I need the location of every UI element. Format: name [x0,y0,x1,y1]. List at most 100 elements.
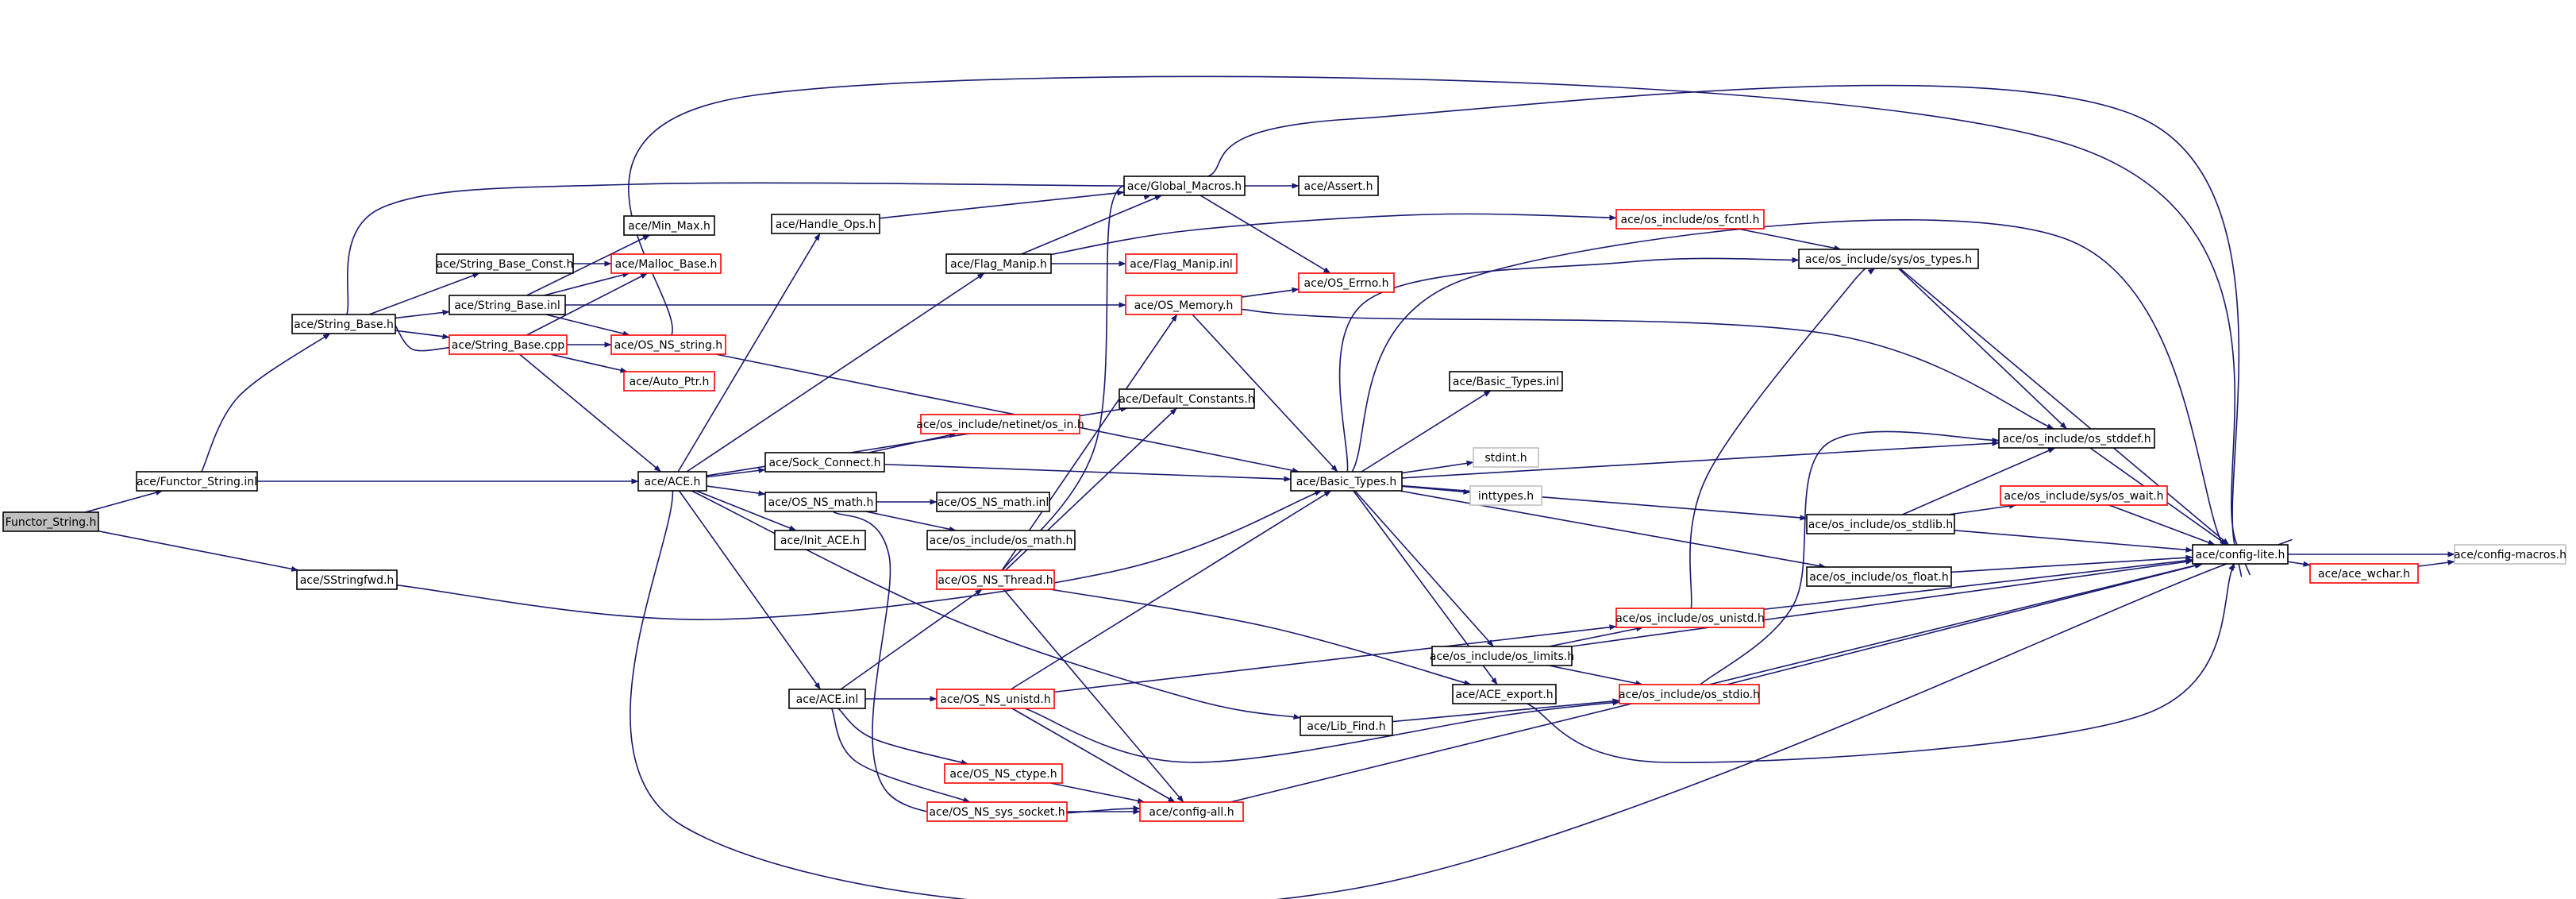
edge-os_memory_h-to-basic_types_h [1192,314,1338,473]
node-box [1431,646,1573,666]
edge-handle_ops_h-to-global_macros_h [879,190,1125,219]
node-default-constants-h[interactable]: ace/Default_Constants.h [1119,388,1255,409]
node-os-stddef-h[interactable]: ace/os_include/os_stddef.h [1998,428,2155,449]
edge-os_unistd_h-to-sys_os_types_h [1689,264,1876,609]
node-box [920,414,1080,434]
node-os-ns-sys-socket-h[interactable]: ace/OS_NS_sys_socket.h [926,801,1068,822]
node-basic-types-inl[interactable]: ace/Basic_Types.inl [1449,371,1563,392]
node-box [1452,684,1557,704]
node-box [1806,566,1952,587]
node-sstringfwd-h[interactable]: ace/SStringfwd.h [296,569,398,590]
node-basic-types-h[interactable]: ace/Basic_Types.h [1290,471,1403,492]
node-functor-string-inl[interactable]: ace/Functor_String.inl [136,471,258,492]
edge-os_limits_h-to-config_lite_h [1571,558,2193,647]
node-box [1125,295,1242,315]
node-os-fcntl-h[interactable]: ace/os_include/os_fcntl.h [1615,209,1765,230]
node-sys-os-wait-h[interactable]: ace/os_include/sys/os_wait.h [2000,485,2168,506]
node-ace-wchar-h[interactable]: ace/ace_wchar.h [2309,563,2419,584]
edge-os_stdio_h-to-os_stddef_h [1700,430,2000,685]
node-handle-ops-h[interactable]: ace/Handle_Ops.h [771,214,880,234]
node-global-macros-h[interactable]: ace/Global_Macros.h [1123,176,1246,196]
edge-os_memory_h-to-os_stddef_h [1241,308,2054,430]
node-functor-string-h[interactable]: Functor_String.h [2,511,99,532]
edge-ace_inl-to-os_ns_sys_socket_h [830,708,971,803]
node-label: ace/os_include/os_stdio.h [1619,689,1760,701]
node-label: ace/os_include/os_stddef.h [2002,433,2151,446]
edge-os_limits_h-to-os_stdio_h [1548,665,1643,686]
node-string-base-inl[interactable]: ace/String_Base.inl [449,295,566,315]
node-min-max-h[interactable]: ace/Min_Max.h [623,215,715,236]
node-config-lite-h[interactable]: ace/config-lite.h [2192,544,2289,565]
node-label: ace/Functor_String.inl [137,476,257,488]
node-label: ace/ACE.inl [796,693,859,706]
edge-basic_types_h-to-os_limits_h [1354,490,1494,647]
node-os-unistd-h[interactable]: ace/os_include/os_unistd.h [1615,608,1765,628]
node-box [764,452,885,473]
edge-os_ns_string_h-to-basic_types_h [715,353,1300,473]
node-os-stdlib-h[interactable]: ace/os_include/os_stdlib.h [1806,514,1955,534]
edge-basic_types_h-to-os_stddef_h [1401,440,2000,479]
node-label: ace/config-macros.h [2454,549,2566,561]
node-os-float-h[interactable]: ace/os_include/os_float.h [1806,566,1952,587]
node-sock-connect-h[interactable]: ace/Sock_Connect.h [764,452,885,473]
edge-sock_connect_h-to-basic_types_h [884,463,1292,482]
node-os-errno-h[interactable]: ace/OS_Errno.h [1298,272,1395,293]
node-os-limits-h[interactable]: ace/os_include/os_limits.h [1430,646,1574,666]
node-ace-h[interactable]: ace/ACE.h [637,471,707,492]
node-string-base-h[interactable]: ace/String_Base.h [291,314,396,334]
node-os-in-h[interactable]: ace/os_include/netinet/os_in.h [916,414,1084,434]
edge-global_macros_h-to-os_errno_h [1199,195,1331,274]
node-label: ace/os_include/os_math.h [930,534,1073,547]
node-label: ace/OS_NS_math.inl [938,496,1049,509]
edge-os_ns_unistd_h-to-config_all_h [1011,708,1176,803]
node-ace-inl[interactable]: ace/ACE.inl [788,689,866,709]
node-os-ns-string-h[interactable]: ace/OS_NS_string.h [610,334,726,355]
node-label: ace/String_Base_Const.h [437,258,574,271]
node-os-math-h[interactable]: ace/os_include/os_math.h [926,530,1076,550]
edge-string_base_h-to-global_macros_h [346,182,1161,315]
node-auto-ptr-h[interactable]: ace/Auto_Ptr.h [623,371,715,392]
node-sys-os-types-h[interactable]: ace/os_include/sys/os_types.h [1798,249,1979,269]
node-flag-manip-inl[interactable]: ace/Flag_Manip.inl [1125,253,1238,274]
node-os-ns-math-h[interactable]: ace/OS_NS_math.h [764,492,877,512]
edge-ace_h-to-flag_manip_h [686,272,985,473]
node-box [637,471,707,492]
node-flag-manip-h[interactable]: ace/Flag_Manip.h [945,253,1052,274]
node-box [1139,801,1244,822]
node-box [1290,471,1403,492]
node-os-ns-thread-h[interactable]: ace/OS_NS_Thread.h [936,569,1055,590]
node-config-all-h[interactable]: ace/config-all.h [1139,801,1244,822]
node-os-memory-h[interactable]: ace/OS_Memory.h [1125,295,1242,315]
node-box [449,295,566,315]
edge-os_float_h-to-config_lite_h [1950,554,2193,573]
edge-ace_export_h-to-config_lite_h [1527,563,2235,763]
node-label: ace/Sock_Connect.h [768,457,880,469]
node-os-ns-unistd-h[interactable]: ace/OS_NS_unistd.h [936,689,1055,709]
node-init-ace-h[interactable]: ace/Init_ACE.h [774,530,866,550]
node-label: ace/OS_Errno.h [1304,277,1389,290]
node-os-stdio-h[interactable]: ace/os_include/os_stdio.h [1619,684,1760,704]
edge-ace_h-to-init_ace_h [695,490,797,531]
node-box [1619,684,1760,704]
node-assert-h[interactable]: ace/Assert.h [1298,176,1379,196]
node-ace-export-h[interactable]: ace/ACE_export.h [1452,684,1557,704]
node-label: ace/String_Base.inl [454,299,560,312]
edge-string_base_h-to-string_base_cpp [395,330,450,340]
node-box [1798,249,1979,269]
node-box [1615,209,1765,230]
edge-string_base_inl-to-min_max_h [526,234,650,296]
node-os-ns-math-inl[interactable]: ace/OS_NS_math.inl [936,492,1050,512]
edge-config_lite_h-to-ace_wchar_h [2287,561,2311,567]
node-malloc-base-h[interactable]: ace/Malloc_Base.h [610,253,722,274]
node-box [2000,485,2168,506]
node-string-base-const-h[interactable]: ace/String_Base_Const.h [436,253,574,274]
node-config-macros-h[interactable]: ace/config-macros.h [2454,544,2566,565]
node-label: Functor_String.h [6,516,97,529]
node-string-base-cpp[interactable]: ace/String_Base.cpp [449,334,568,355]
node-lib-find-h[interactable]: ace/Lib_Find.h [1300,716,1393,736]
node-os-ns-ctype-h[interactable]: ace/OS_NS_ctype.h [944,763,1063,784]
node-box [936,689,1055,709]
edge-os_stdlib_h-to-os_stddef_h [1902,447,2055,515]
node-stdint-h[interactable]: stdint.h [1473,447,1539,468]
node-inttypes-h[interactable]: inttypes.h [1469,485,1542,506]
